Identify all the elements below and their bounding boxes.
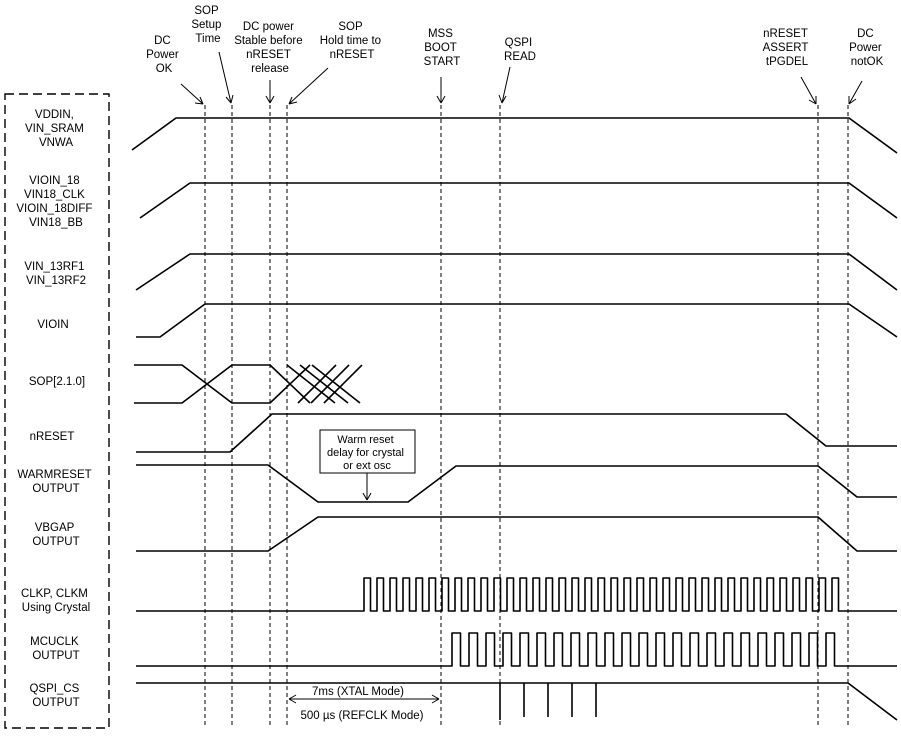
wave-qspi-cs [136, 682, 898, 721]
signal-label-nreset: nRESET [30, 431, 75, 443]
wave-sop [134, 364, 363, 404]
arrow-nreset-assert [800, 76, 817, 105]
warm-reset-delay-callout: Warm reset delay for crystal or ext osc [319, 429, 416, 501]
signal-label-mcuclk: MCUCLK OUTPUT [30, 636, 82, 662]
event-label-qspi-read: QSPI READ [504, 37, 536, 63]
signal-label-clkp-clkm: CLKP, CLKM Using Crystal [21, 588, 91, 614]
event-label-dc-power-ok: DC Power OK [146, 35, 182, 75]
event-label-sop-hold: SOP Hold time to nRESET [320, 21, 385, 61]
signal-label-warmreset: WARMRESET OUTPUT [17, 469, 94, 495]
warm-reset-delay-label: Warm reset delay for crystal or ext osc [327, 434, 407, 472]
event-marker-lines [204, 105, 849, 728]
xtal-mode-label: 7ms (XTAL Mode) [312, 686, 404, 698]
waveforms [131, 117, 898, 721]
event-labels: DC Power OK SOP Setup Time DC power Stab… [146, 5, 885, 75]
arrow-dc-power-stable [265, 80, 275, 104]
event-label-nreset-assert: nRESET ASSERT tPGDEL [763, 28, 812, 68]
wave-mcuclk [136, 632, 897, 667]
arrow-qspi-read [498, 66, 511, 104]
signal-label-sop: SOP[2.1.0] [29, 376, 85, 388]
wave-vddin [131, 117, 898, 154]
callout-arrow [362, 473, 372, 501]
arrow-mss-boot [436, 77, 446, 104]
event-label-mss-boot: MSS BOOT START [424, 28, 461, 68]
span-arrow [288, 694, 440, 704]
refclk-mode-label: 500 µs (REFCLK Mode) [301, 710, 424, 722]
event-arrows [180, 51, 863, 105]
signal-label-vin-13rf: VIN_13RF1 VIN_13RF2 [24, 261, 87, 287]
boot-time-span: 7ms (XTAL Mode) 500 µs (REFCLK Mode) [288, 686, 440, 722]
wave-vioin-18 [139, 182, 898, 219]
signal-names-box [4, 93, 110, 729]
signal-labels: VDDIN, VIN_SRAM VNWA VIOIN_18 VIN18_CLK … [16, 109, 95, 709]
signal-label-vioin: VIOIN [37, 319, 68, 331]
signal-label-vbgap: VBGAP OUTPUT [32, 522, 79, 548]
event-label-dc-power-notok: DC Power notOK [849, 28, 885, 68]
signal-label-vioin-18: VIOIN_18 VIN18_CLK VIOIN_18DIFF VIN18_BB [16, 175, 95, 229]
wave-vioin [136, 303, 898, 338]
signal-label-vddin: VDDIN, VIN_SRAM VNWA [25, 109, 87, 149]
wave-vin-13rf [135, 253, 898, 291]
wave-clkp-clkm [136, 577, 897, 612]
event-label-sop-setup: SOP Setup Time [191, 5, 224, 45]
arrow-dc-power-notok [848, 80, 863, 105]
arrow-sop-setup [218, 51, 234, 104]
signal-label-qspi-cs: QSPI_CS OUTPUT [29, 683, 82, 709]
event-label-dc-power-stable: DC power Stable before nRESET release [234, 21, 306, 75]
wave-nreset [136, 413, 897, 453]
arrow-dc-power-ok [180, 83, 204, 105]
wave-vbgap [136, 516, 897, 552]
arrow-sop-hold [288, 67, 329, 105]
wave-warmreset [136, 464, 897, 503]
